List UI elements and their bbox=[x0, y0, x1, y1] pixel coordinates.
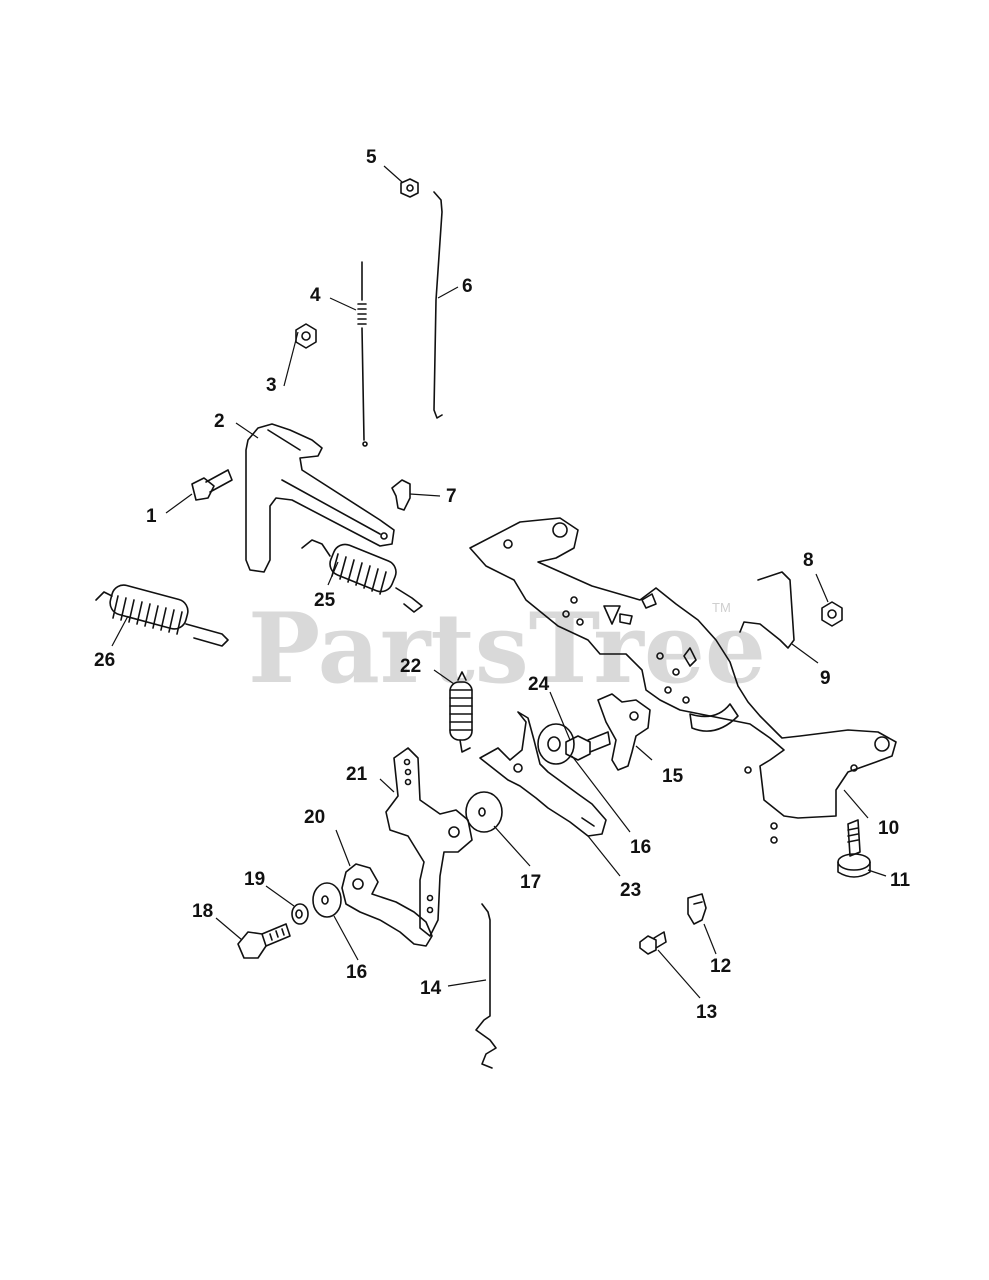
callout-18: 18 bbox=[192, 901, 213, 922]
part-20-plate[interactable] bbox=[341, 863, 433, 947]
callout-8: 8 bbox=[803, 550, 814, 571]
callout-22: 22 bbox=[400, 656, 421, 677]
callout-25: 25 bbox=[314, 590, 336, 611]
part-8-nut[interactable] bbox=[821, 601, 843, 627]
part-18-bolt[interactable] bbox=[237, 923, 291, 959]
part-4-rod[interactable] bbox=[357, 261, 368, 447]
watermark-text: PartsTree bbox=[248, 592, 766, 705]
watermark: PartsTree TM bbox=[248, 592, 766, 705]
part-12-clip[interactable] bbox=[687, 893, 707, 925]
watermark-trademark: TM bbox=[712, 600, 731, 615]
part-17-washer[interactable] bbox=[465, 791, 503, 833]
part-3-nut[interactable] bbox=[295, 323, 317, 349]
callout-3: 3 bbox=[266, 375, 277, 396]
part-1-screw[interactable] bbox=[191, 469, 233, 501]
part-15-lever[interactable] bbox=[597, 693, 651, 771]
callout-16-lower: 16 bbox=[346, 962, 367, 983]
part-16-washer-lower[interactable] bbox=[312, 882, 342, 918]
callout-16-upper: 16 bbox=[630, 837, 651, 858]
part-6-rod[interactable] bbox=[433, 191, 443, 419]
callout-26: 26 bbox=[94, 650, 115, 671]
leader-lines bbox=[111, 165, 887, 999]
callout-17: 17 bbox=[520, 872, 541, 893]
part-19-washer[interactable] bbox=[291, 903, 309, 925]
callout-23: 23 bbox=[620, 880, 641, 901]
part-25-spring[interactable] bbox=[301, 539, 423, 613]
callout-10: 10 bbox=[878, 818, 899, 839]
callout-2: 2 bbox=[214, 411, 225, 432]
callout-20: 20 bbox=[304, 807, 325, 828]
callout-14: 14 bbox=[420, 978, 442, 999]
callout-5: 5 bbox=[366, 147, 377, 168]
part-10-plate[interactable] bbox=[469, 517, 897, 844]
part-9-wire[interactable] bbox=[739, 571, 795, 649]
part-21-bracket[interactable] bbox=[385, 747, 473, 937]
part-13-screw[interactable] bbox=[639, 931, 667, 955]
callout-1: 1 bbox=[146, 506, 157, 527]
part-22-spring[interactable] bbox=[449, 671, 473, 753]
callout-9: 9 bbox=[820, 668, 831, 689]
callout-21: 21 bbox=[346, 764, 368, 785]
callout-12: 12 bbox=[710, 956, 731, 977]
part-11-screw[interactable] bbox=[837, 819, 871, 878]
callout-6: 6 bbox=[462, 276, 473, 297]
part-16-washer-upper[interactable] bbox=[537, 723, 575, 765]
part-7-clip[interactable] bbox=[391, 479, 411, 511]
callout-11: 11 bbox=[890, 870, 911, 891]
callout-19: 19 bbox=[244, 869, 265, 890]
callout-4: 4 bbox=[310, 285, 321, 306]
part-24-bolt[interactable] bbox=[565, 731, 611, 761]
part-26-spring[interactable] bbox=[95, 582, 229, 647]
part-23-lever[interactable] bbox=[479, 711, 607, 837]
callout-labels: 5 6 4 3 2 1 7 8 9 25 26 22 24 21 15 16 1… bbox=[94, 147, 911, 1023]
callout-7: 7 bbox=[446, 486, 457, 507]
part-2-lever[interactable] bbox=[245, 423, 395, 573]
part-14-rod[interactable] bbox=[475, 903, 497, 1069]
callout-13: 13 bbox=[696, 1002, 717, 1023]
part-5-nut[interactable] bbox=[400, 178, 419, 198]
callout-24: 24 bbox=[528, 674, 550, 695]
callout-15: 15 bbox=[662, 766, 684, 787]
